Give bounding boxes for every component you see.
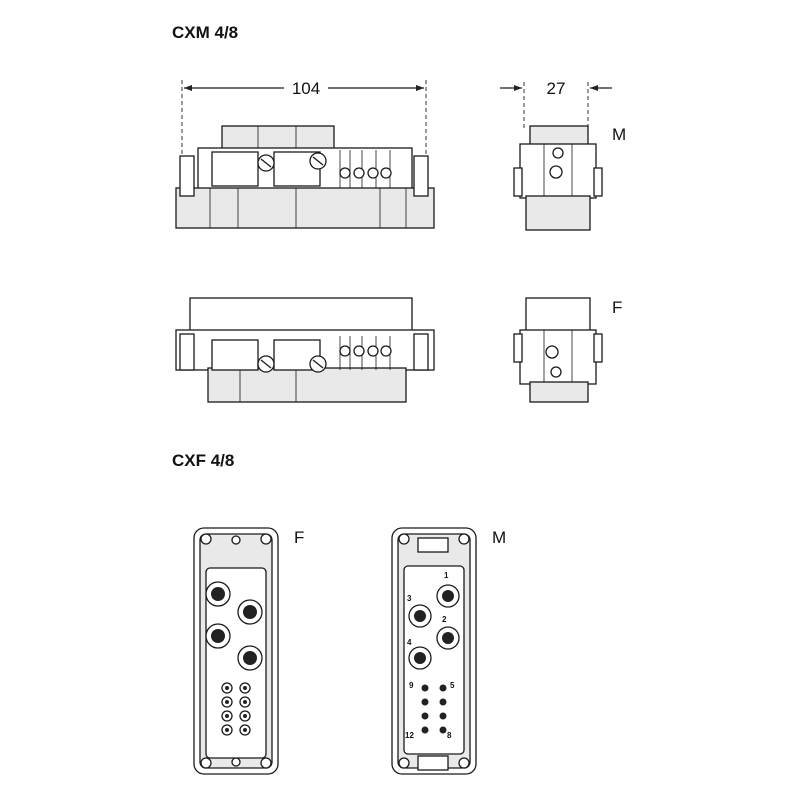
label-side-female: F [612, 298, 622, 317]
dimension-depth-label: 27 [547, 79, 566, 98]
pin-number: 4 [407, 638, 412, 647]
label-side-male: M [612, 125, 626, 144]
pin-number: 8 [447, 731, 452, 740]
pin-number: 3 [407, 594, 412, 603]
side-view-male [175, 125, 435, 229]
pin-number: 1 [444, 571, 449, 580]
end-view-female [513, 297, 603, 403]
dimension-depth: 27 [500, 79, 612, 130]
end-view-male [513, 125, 603, 231]
title-cxm: CXM 4/8 [172, 23, 238, 42]
pin-number: 2 [442, 615, 447, 624]
face-view-female [193, 527, 279, 775]
pin-number: 5 [450, 681, 455, 690]
pin-number: 12 [405, 731, 414, 740]
title-cxf: CXF 4/8 [172, 451, 234, 470]
dimension-width-label: 104 [292, 79, 320, 98]
face-view-male: 1 2 3 4 5 8 9 12 [391, 527, 477, 775]
label-face-male: M [492, 528, 506, 547]
pin-number: 9 [409, 681, 414, 690]
label-face-female: F [294, 528, 304, 547]
side-view-female [175, 297, 435, 403]
